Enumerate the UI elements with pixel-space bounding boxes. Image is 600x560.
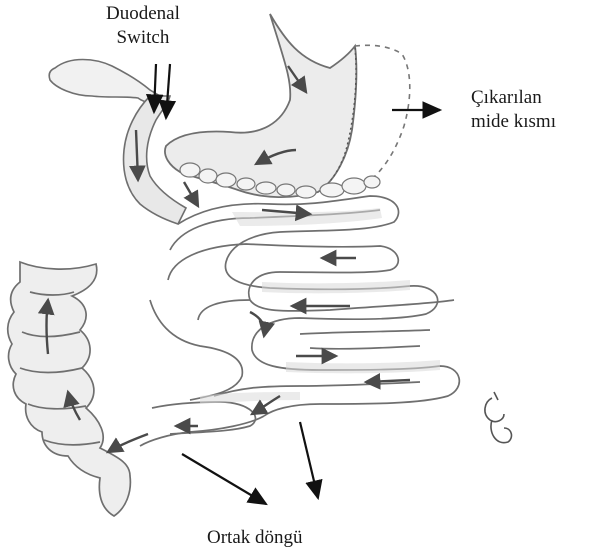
signature: [485, 392, 512, 443]
common-channel-pointer-2: [300, 422, 318, 498]
gallbladder: [49, 60, 160, 103]
common-channel-pointer-1: [182, 454, 266, 504]
colon: [8, 262, 131, 516]
small-intestine: [140, 196, 459, 446]
duodenal-switch-pointer-2: [166, 64, 170, 118]
